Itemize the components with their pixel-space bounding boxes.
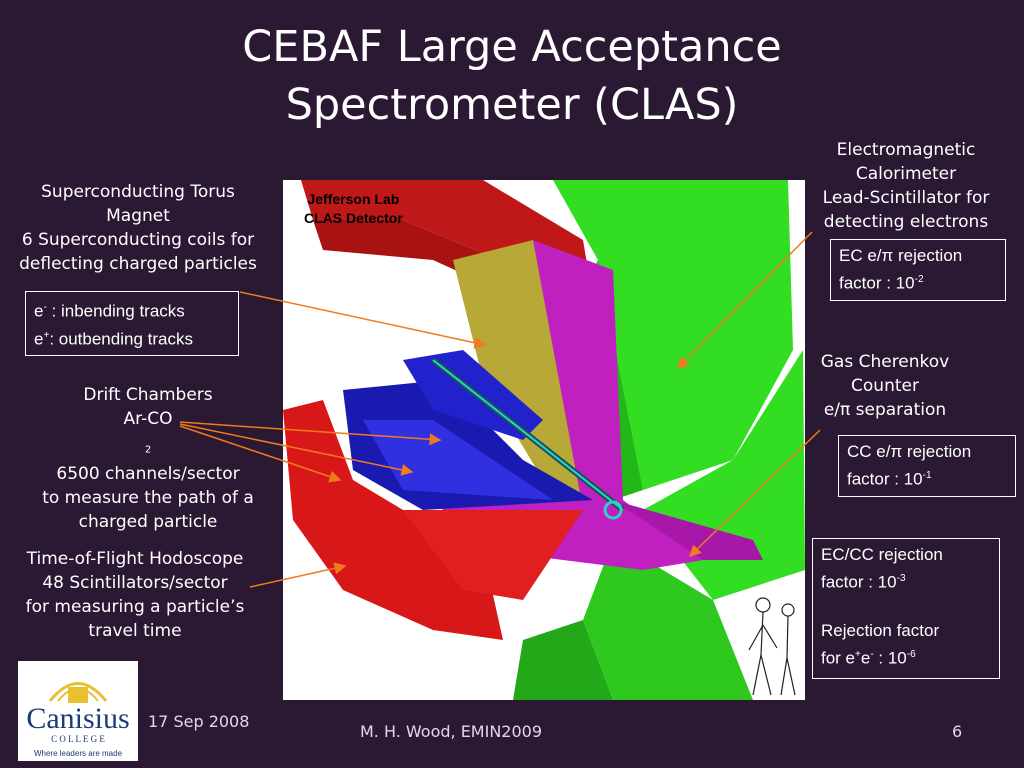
eccc-line3: Rejection factor xyxy=(821,620,940,640)
cc-label: Gas Cherenkov Counter e/π separation xyxy=(790,350,980,422)
torus-line3: 6 Superconducting coils for xyxy=(21,230,255,250)
footer-date: 17 Sep 2008 xyxy=(148,712,250,731)
slide-title-line1: CEBAF Large Acceptance xyxy=(242,22,782,72)
eccc-line4: for e+e- : 10-6 xyxy=(821,648,916,668)
torus-magnet-label: Superconducting Torus Magnet 6 Supercond… xyxy=(0,180,276,276)
logo-name: Canisius xyxy=(26,702,129,735)
logo-college: C O L L E G E xyxy=(51,734,105,744)
cc-line1: Gas Cherenkov xyxy=(820,352,950,372)
detector-caption-line2: CLAS Detector xyxy=(304,210,403,226)
cc-line3: e/π separation xyxy=(823,400,947,420)
ec-line2: Calorimeter xyxy=(855,164,957,184)
tof-line2: 48 Scintillators/sector xyxy=(42,573,228,593)
ec-line1: Electromagnetic xyxy=(836,140,976,160)
tof-line4: travel time xyxy=(88,621,182,641)
ec-line4: detecting electrons xyxy=(823,212,989,232)
drift-line1: Drift Chambers xyxy=(83,385,213,405)
drift-line4: to measure the path of a xyxy=(42,488,254,509)
eccc-rejection-box: EC/CC rejection factor : 10-3 Rejection … xyxy=(812,538,1000,680)
ec-rejection-box: EC e/π rejection factor : 10-2 xyxy=(830,239,1006,301)
ec-line3: Lead-Scintillator for xyxy=(822,188,990,208)
clas-detector-image xyxy=(283,180,805,700)
college-logo: Canisius C O L L E G E Where leaders are… xyxy=(18,661,138,761)
ec-box-line2: factor : 10-2 xyxy=(839,273,924,293)
cc-box-line2: factor : 10-1 xyxy=(847,469,932,489)
tof-line3: for measuring a particle’s xyxy=(25,597,245,617)
slide-title-line2: Spectrometer (CLAS) xyxy=(285,80,739,130)
footer-page-number: 6 xyxy=(952,722,963,741)
cc-line2: Counter xyxy=(851,376,919,396)
slide-title: CEBAF Large Acceptance Spectrometer (CLA… xyxy=(0,18,1024,134)
ec-box-line1: EC e/π rejection xyxy=(839,246,963,265)
footer-author: M. H. Wood, EMIN2009 xyxy=(360,722,543,741)
drift-line3: 6500 channels/sector xyxy=(56,464,240,485)
torus-line2: Magnet xyxy=(106,206,170,226)
tracks-box: e- : inbending tracks e+: outbending tra… xyxy=(25,291,239,357)
ec-label: Electromagnetic Calorimeter Lead-Scintil… xyxy=(806,138,1006,234)
college-logo-image: Canisius C O L L E G E Where leaders are… xyxy=(26,682,130,758)
logo-tagline: Where leaders are made xyxy=(34,749,123,758)
cc-box-line1: CC e/π rejection xyxy=(847,442,972,461)
inbending-line: e- : inbending tracks xyxy=(34,301,185,321)
detector-caption-line1: Jefferson Lab xyxy=(307,191,400,207)
tof-label: Time-of-Flight Hodoscope 48 Scintillator… xyxy=(5,547,265,643)
outbending-line: e+: outbending tracks xyxy=(34,329,193,349)
torus-line4: deflecting charged particles xyxy=(19,254,257,274)
detector-caption: Jefferson Lab CLAS Detector xyxy=(304,190,403,228)
clas-detector-drawing xyxy=(283,180,805,700)
eccc-spacer xyxy=(821,595,991,619)
drift-line5: charged particle xyxy=(78,512,218,533)
eccc-line1: EC/CC rejection xyxy=(821,545,943,564)
torus-line1: Superconducting Torus xyxy=(41,182,235,202)
eccc-line2: factor : 10-3 xyxy=(821,572,906,592)
cc-rejection-box: CC e/π rejection factor : 10-1 xyxy=(838,435,1016,497)
tof-line1: Time-of-Flight Hodoscope xyxy=(26,549,244,569)
